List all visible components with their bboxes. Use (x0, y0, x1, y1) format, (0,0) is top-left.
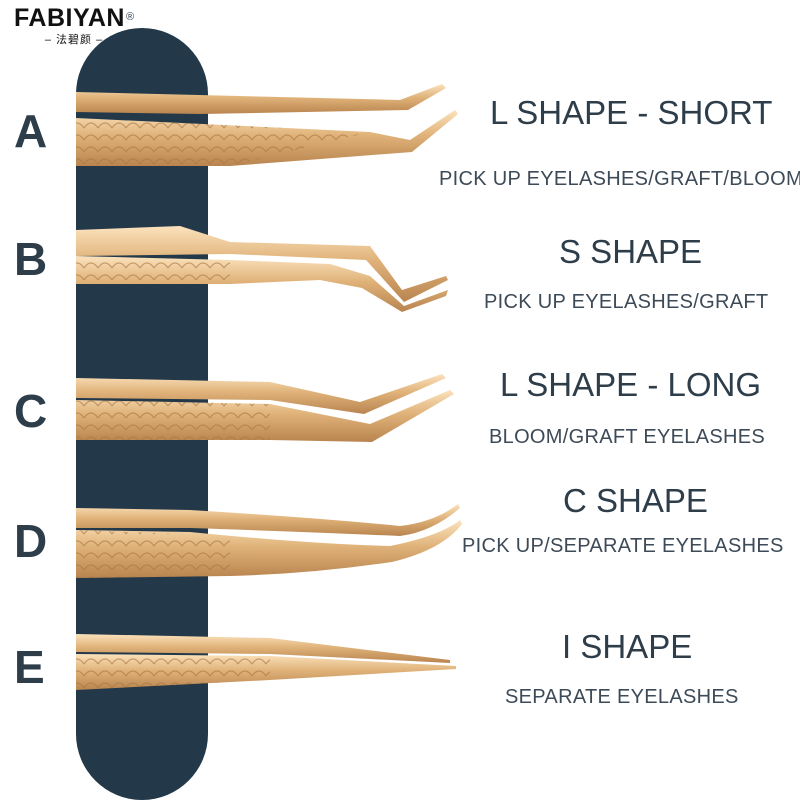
tweezer-c-image (76, 374, 454, 442)
item-e-title: I SHAPE (562, 628, 693, 665)
brand-logo: FABIYAN® – 法碧颜 – (14, 4, 134, 47)
label-letter-d: D (14, 515, 48, 567)
item-d-description: PICK UP/SEPARATE EYELASHES (462, 535, 784, 557)
registered-mark: ® (125, 10, 135, 23)
item-c-title: L SHAPE - LONG (500, 366, 762, 403)
label-letter-c: C (14, 385, 48, 437)
item-b-title: S SHAPE (559, 233, 703, 270)
item-b-description: PICK UP EYELASHES/GRAFT (484, 291, 769, 313)
tweezer-d-image (76, 504, 462, 578)
label-letter-e: E (14, 641, 45, 693)
label-letter-b: B (14, 233, 48, 285)
tweezer-e-image (76, 634, 456, 690)
item-a-description: PICK UP EYELASHES/GRAFT/BLOOM (439, 168, 800, 190)
item-c-description: BLOOM/GRAFT EYELASHES (489, 426, 766, 448)
brand-subtitle: – 法碧颜 – (44, 34, 104, 46)
item-a-title: L SHAPE - SHORT (490, 94, 773, 131)
item-e-description: SEPARATE EYELASHES (505, 686, 739, 708)
tweezer-b-image (76, 226, 448, 312)
tweezer-a-image (76, 84, 458, 166)
brand-name: FABIYAN (14, 4, 125, 32)
label-letter-a: A (14, 105, 48, 157)
item-d-title: C SHAPE (563, 482, 708, 519)
